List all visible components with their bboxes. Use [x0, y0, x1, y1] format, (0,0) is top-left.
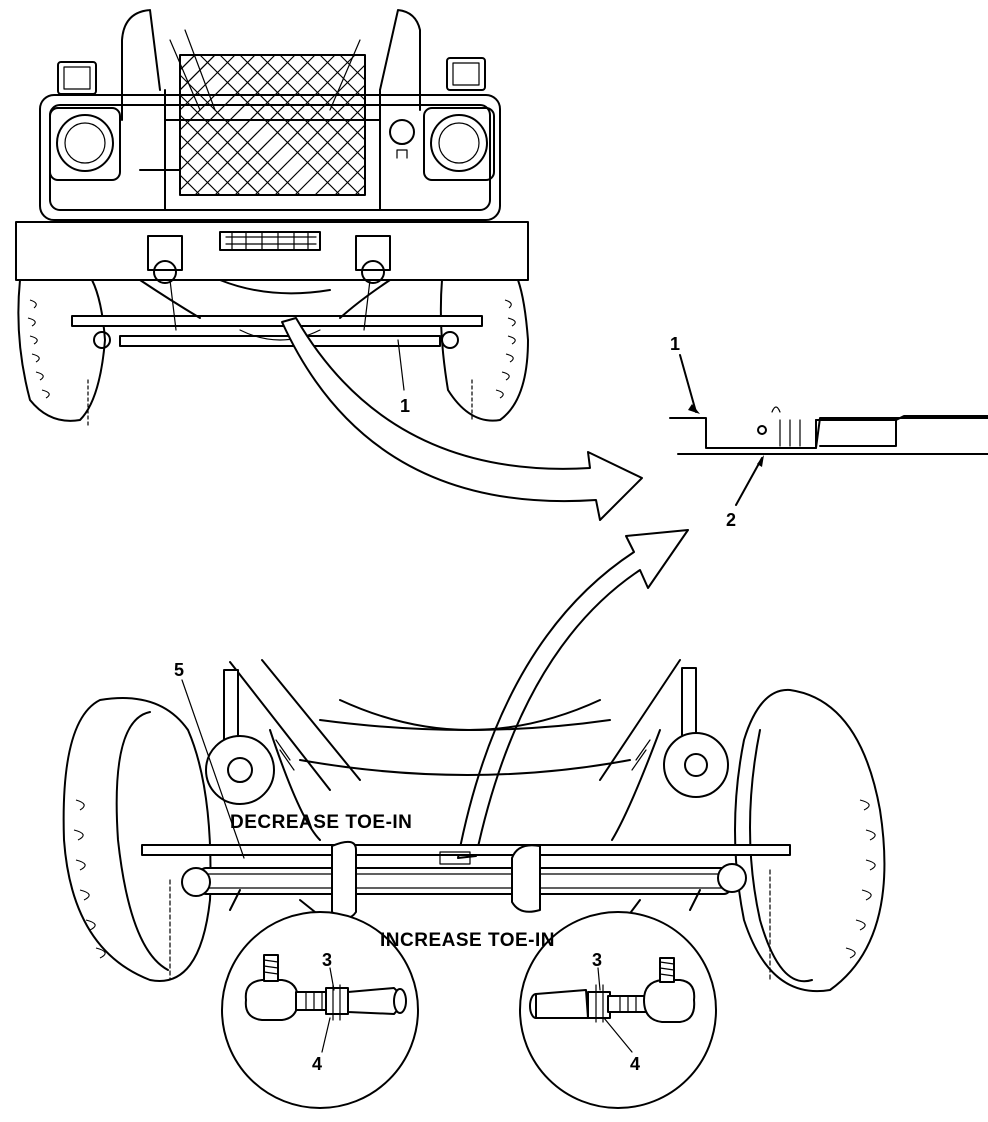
- grille-mesh: [179, 54, 366, 196]
- vehicle-front-view: [15, 9, 529, 426]
- callout-4-left: 4: [312, 1054, 322, 1074]
- callout-1-detail: 1: [670, 334, 680, 354]
- direction-arrow-lower: [457, 529, 689, 859]
- callout-4-right: 4: [630, 1054, 640, 1074]
- callout-2-detail: 2: [726, 510, 736, 530]
- callout-1-top: 1: [400, 396, 410, 416]
- callout-3-left: 3: [322, 950, 332, 970]
- right-tie-rod-end-inset: [519, 889, 717, 1109]
- left-tie-rod-end-inset: [221, 889, 419, 1109]
- leader-lines: [181, 339, 764, 1053]
- measurement-detail-view: [669, 406, 988, 455]
- decrease-toe-in-label: DECREASE TOE-IN: [230, 812, 412, 833]
- callout-5: 5: [174, 660, 184, 680]
- direction-arrow-upper: [281, 317, 643, 521]
- callout-3-right: 3: [592, 950, 602, 970]
- increase-toe-in-label: INCREASE TOE-IN: [380, 930, 555, 951]
- underside-front-axle-view: [62, 659, 886, 993]
